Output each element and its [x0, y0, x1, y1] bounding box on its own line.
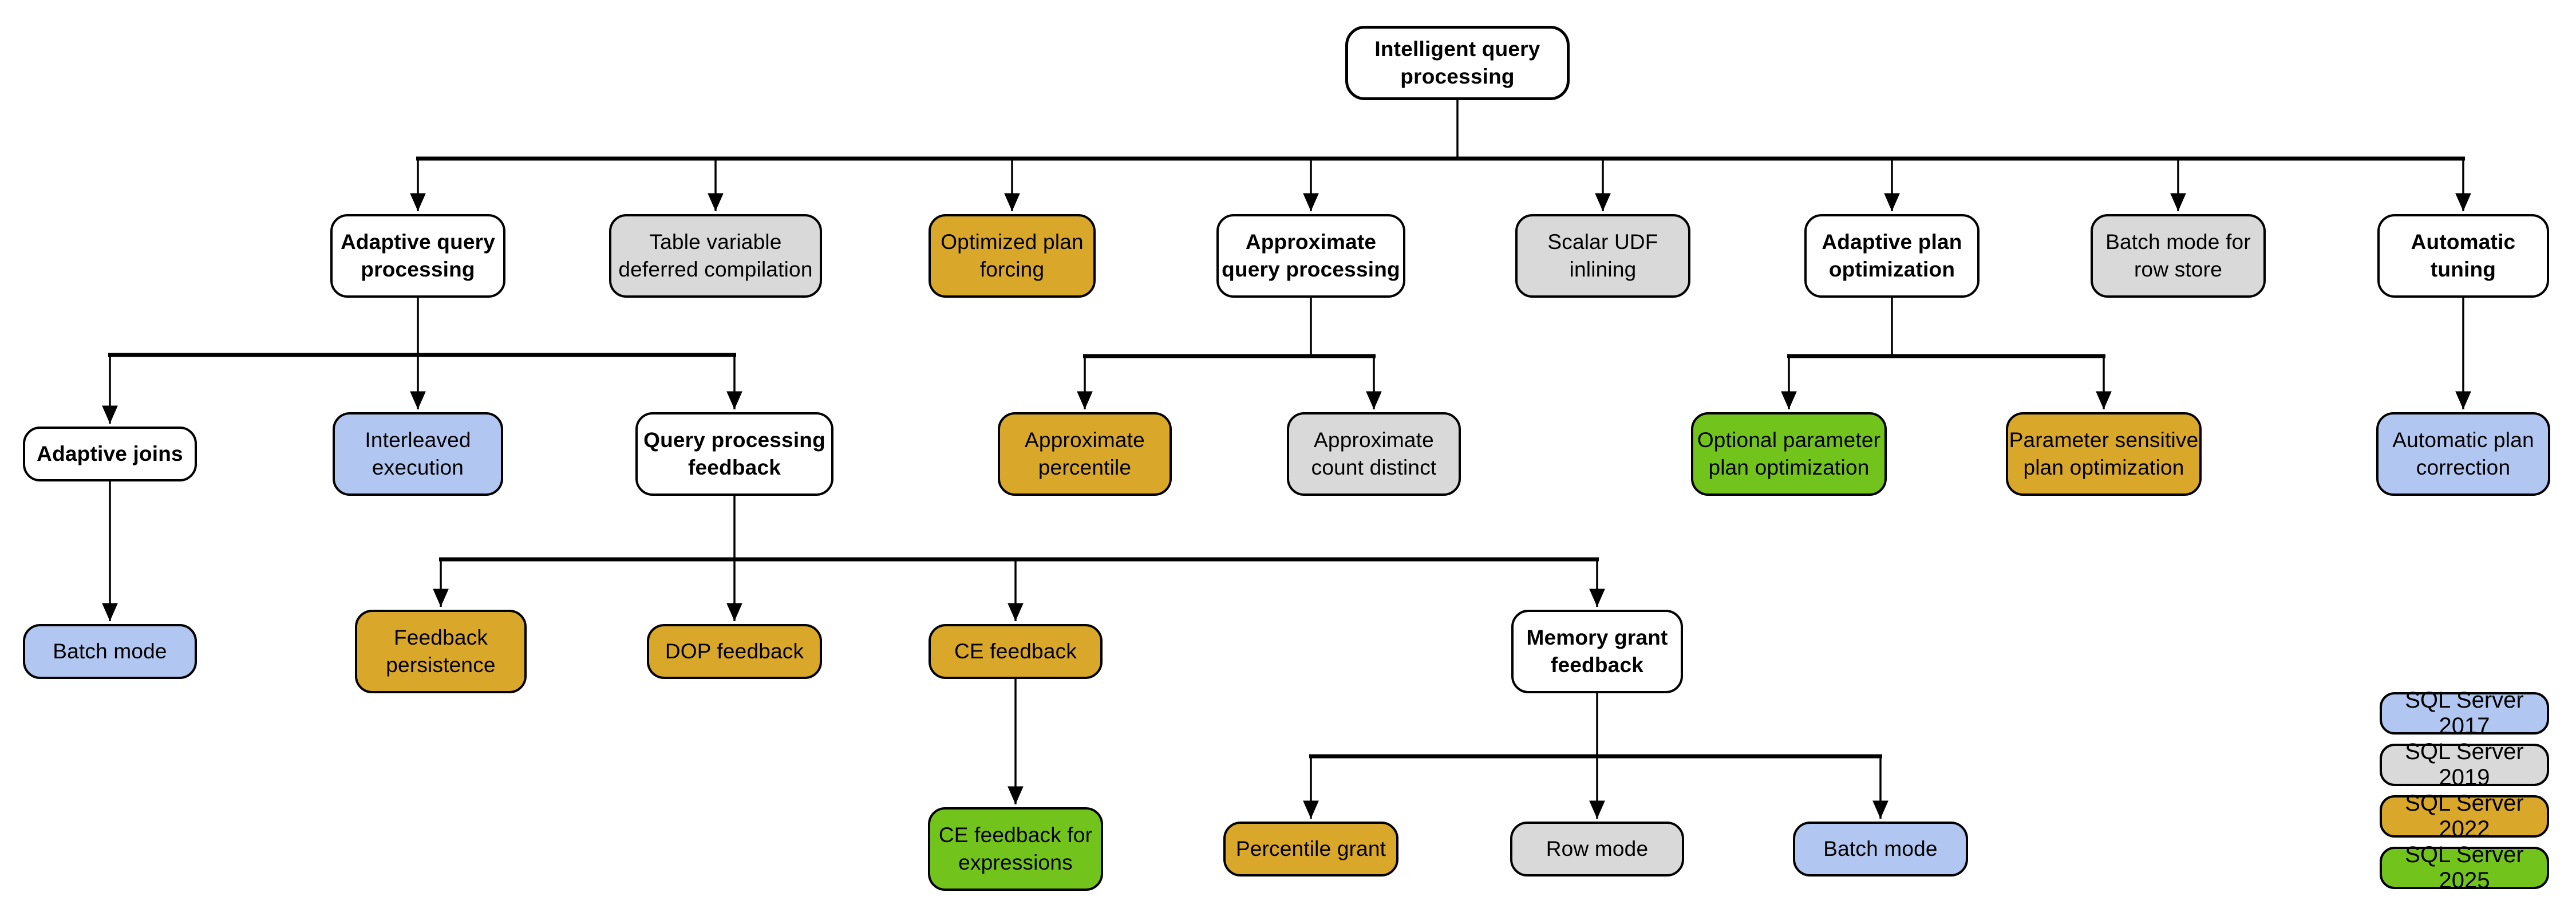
node-qpf: Query processing feedback — [635, 412, 833, 496]
node-label-line: Approximate — [1314, 428, 1434, 452]
node-label-line: row store — [2134, 258, 2222, 281]
node-label-line: processing — [1400, 65, 1515, 88]
node-label-line: forcing — [979, 258, 1045, 281]
node-bm4: Batch mode — [23, 624, 197, 679]
node-label-line: Batch mode — [53, 639, 167, 663]
node-label-line: expressions — [958, 851, 1073, 874]
node-label-line: correction — [2416, 456, 2511, 479]
node-label-line: percentile — [1038, 456, 1132, 479]
node-fp: Feedback persistence — [355, 610, 527, 693]
node-label-line: Query processing — [643, 428, 825, 452]
node-label-line: plan optimization — [2023, 456, 2184, 479]
node-label-line: Adaptive joins — [37, 442, 183, 465]
node-pspo: Parameter sensitive plan optimization — [2006, 412, 2202, 496]
node-label-line: persistence — [386, 653, 496, 677]
node-cefe: CE feedback for expressions — [928, 807, 1103, 891]
node-label-line: CE feedback — [954, 639, 1077, 663]
node-label-line: Automatic plan — [2392, 428, 2534, 452]
node-opf: Optimized plan forcing — [929, 214, 1096, 298]
legend-label: SQL Server 2022 — [2405, 791, 2524, 842]
legend-item-sql2022: SQL Server 2022 — [2380, 791, 2549, 842]
node-label-line: Percentile grant — [1235, 837, 1386, 860]
node-label-line: Approximate — [1025, 428, 1145, 452]
node-label-line: tuning — [2430, 258, 2496, 281]
node-label-line: inlining — [1569, 258, 1637, 281]
node-ie: Interleaved execution — [333, 412, 503, 496]
node-bmrs: Batch mode for row store — [2091, 214, 2266, 298]
node-bm5: Batch mode — [1793, 822, 1968, 876]
legend-item-sql2017: SQL Server 2017 — [2380, 688, 2549, 739]
node-label-line: execution — [372, 456, 464, 479]
node-dop: DOP feedback — [647, 624, 822, 679]
node-label-line: Feedback — [393, 626, 488, 649]
node-label-line: feedback — [1550, 653, 1643, 677]
legend-label: SQL Server 2019 — [2405, 739, 2524, 790]
node-label-line: Scalar UDF — [1547, 230, 1658, 254]
node-label-line: Memory grant — [1526, 626, 1668, 649]
node-label-line: CE feedback for — [938, 823, 1093, 847]
legend-item-sql2019: SQL Server 2019 — [2380, 739, 2549, 790]
node-pg: Percentile grant — [1223, 822, 1398, 876]
node-aj: Adaptive joins — [23, 427, 197, 481]
node-rm: Row mode — [1510, 822, 1684, 876]
node-mgf: Memory grant feedback — [1511, 610, 1683, 693]
node-apc: Automatic plan correction — [2376, 412, 2550, 496]
node-label-line: DOP feedback — [665, 639, 804, 663]
legend-label: SQL Server 2017 — [2405, 688, 2524, 739]
node-label-line: count distinct — [1311, 456, 1437, 479]
node-label-line: deferred compilation — [618, 258, 813, 281]
node-label-line: Parameter sensitive — [2009, 428, 2199, 452]
node-label-line: Automatic — [2411, 230, 2516, 254]
node-tvdc: Table variable deferred compilation — [609, 214, 822, 298]
node-label-line: Table variable — [649, 230, 782, 254]
node-apo: Adaptive plan optimization — [1804, 214, 1980, 298]
node-label-line: Optional parameter — [1697, 428, 1881, 452]
node-label-line: Adaptive plan — [1822, 230, 1962, 254]
node-label-line: Intelligent query — [1374, 37, 1540, 61]
node-cef: CE feedback — [929, 624, 1103, 679]
legend-label: SQL Server 2025 — [2405, 842, 2524, 893]
node-label-line: plan optimization — [1708, 456, 1870, 479]
node-label-line: Batch mode for — [2105, 230, 2251, 254]
node-oppo: Optional parameter plan optimization — [1691, 412, 1887, 496]
node-aqproc: Approximate query processing — [1216, 214, 1405, 298]
node-root: Intelligent query processing — [1345, 26, 1570, 100]
node-label-line: Row mode — [1546, 837, 1649, 860]
node-label-line: processing — [361, 258, 475, 281]
node-label-line: Adaptive query — [340, 230, 496, 254]
node-label-line: query processing — [1222, 258, 1400, 281]
node-aqp: Adaptive query processing — [330, 214, 505, 298]
node-label-line: Optimized plan — [941, 230, 1084, 254]
node-label-line: Interleaved — [365, 428, 471, 452]
node-acd: Approximate count distinct — [1287, 412, 1461, 496]
node-label-line: feedback — [688, 456, 781, 479]
node-sudf: Scalar UDF inlining — [1515, 214, 1690, 298]
node-ap: Approximate percentile — [998, 412, 1172, 496]
node-label-line: Approximate — [1245, 230, 1377, 254]
node-at: Automatic tuning — [2377, 214, 2549, 298]
node-label-line: optimization — [1828, 258, 1955, 281]
legend-item-sql2025: SQL Server 2025 — [2380, 842, 2549, 893]
node-label-line: Batch mode — [1823, 837, 1938, 860]
